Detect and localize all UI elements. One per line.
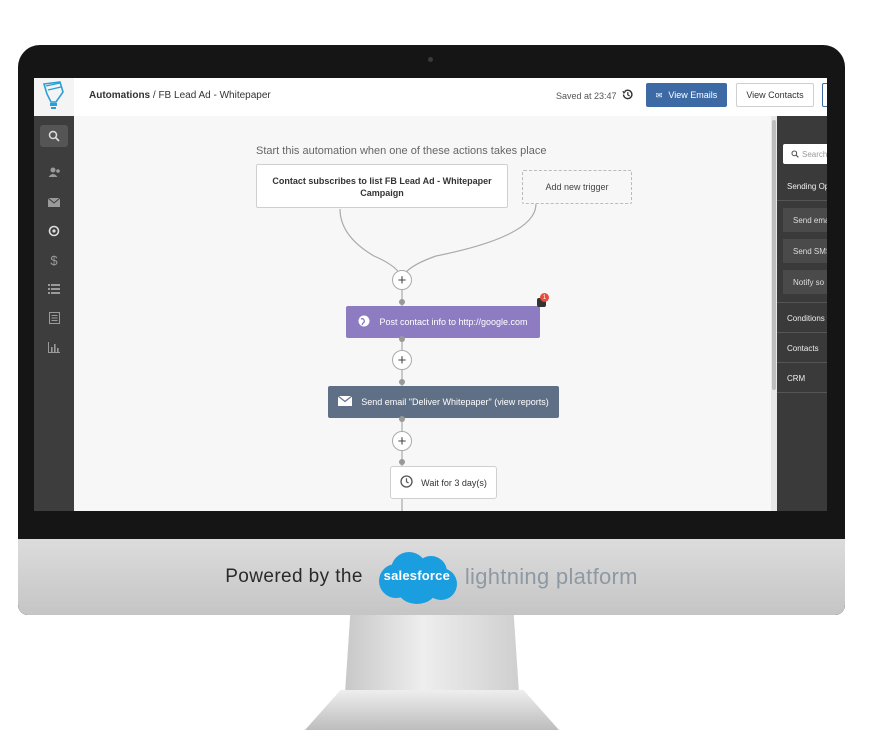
add-trigger-button[interactable]: Add new trigger [522,170,632,204]
notification-badge[interactable]: 1 [535,293,549,309]
monitor-foot [305,690,559,730]
trigger-card[interactable]: Contact subscribes to list FB Lead Ad - … [256,164,508,208]
lightning-platform-text: lightning platform [464,564,638,589]
badge-square-icon [537,298,546,307]
sidebar: $ [34,78,74,511]
globe-icon [358,315,370,330]
connector-dot [399,379,405,385]
add-step-button[interactable]: + [392,270,412,290]
more-button[interactable] [822,83,827,107]
panel-search-input[interactable]: Search [783,144,827,164]
breadcrumb-automations-link[interactable]: Automations [89,90,151,101]
monitor-stand [345,615,519,693]
branding: Powered by the salesforce lightning plat… [18,552,845,604]
send-email-action[interactable]: Send email "Deliver Whitepaper" (view re… [328,386,559,418]
app-logo[interactable] [34,78,74,116]
divider [777,332,827,333]
search-placeholder: Search [802,149,827,159]
badge-count: 1 [540,293,549,302]
top-bar: Automations / FB Lead Ad - Whitepaper Sa… [74,78,827,117]
mail-icon: ✉ [655,90,663,100]
view-emails-label: View Emails [668,90,718,100]
add-step-button[interactable]: + [392,350,412,370]
contacts-icon[interactable] [40,161,68,183]
automation-canvas: Start this automation when one of these … [74,116,771,511]
history-icon[interactable] [621,88,634,104]
canvas-heading: Start this automation when one of these … [256,145,547,157]
post-contact-label: Post contact info to http://google.com [379,317,528,327]
view-contacts-button[interactable]: View Contacts [736,83,814,107]
automation-icon[interactable] [40,220,68,242]
section-conditions[interactable]: Conditions [787,314,825,323]
divider [777,392,827,393]
scrollbar-thumb[interactable] [772,120,776,390]
connector-dot [399,416,405,422]
webcam [428,57,433,62]
panel-item-send-email[interactable]: Send ema [783,208,827,232]
forms-icon[interactable] [40,307,68,329]
view-emails-button[interactable]: ✉ View Emails [646,83,727,107]
monitor-chin: Powered by the salesforce lightning plat… [18,539,845,615]
saved-status: Saved at 23:47 [556,91,617,101]
reports-icon[interactable] [40,336,68,358]
canvas-scrollbar[interactable] [771,116,777,511]
salesforce-logo: salesforce [375,548,459,606]
wait-label: Wait for 3 day(s) [421,477,487,488]
app-screen: $ Automations / FB Lead Ad - Whitepaper … [34,78,827,511]
search-icon[interactable] [40,125,68,147]
send-email-label: Send email "Deliver Whitepaper" (view re… [361,397,549,407]
panel-item-send-sms[interactable]: Send SMS [783,239,827,263]
actions-panel: Search Sending Op Send ema Send SMS Noti… [777,116,827,511]
section-contacts[interactable]: Contacts [787,344,819,353]
envelope-icon [337,395,353,409]
powered-by-text: Powered by the [225,566,363,587]
salesforce-wordmark: salesforce [383,568,450,583]
divider [777,302,827,303]
panel-item-notify[interactable]: Notify so [783,270,827,294]
post-contact-action[interactable]: Post contact info to http://google.com [346,306,540,338]
divider [777,200,827,201]
divider [777,362,827,363]
list-icon[interactable] [40,278,68,300]
add-step-button[interactable]: + [392,431,412,451]
section-sending-options[interactable]: Sending Op [787,182,827,191]
connector-dot [399,336,405,342]
connector-dot [399,459,405,465]
breadcrumb-current: FB Lead Ad - Whitepaper [158,90,271,101]
wait-step[interactable]: Wait for 3 day(s) [390,466,497,499]
mail-icon[interactable] [40,191,68,213]
dollar-icon[interactable]: $ [50,252,58,268]
section-crm[interactable]: CRM [787,374,806,383]
clock-icon [400,474,413,491]
breadcrumb-separator: / [152,90,156,101]
monitor-bezel: $ Automations / FB Lead Ad - Whitepaper … [18,45,845,615]
breadcrumb: Automations / FB Lead Ad - Whitepaper [89,90,271,101]
connector-dot [399,299,405,305]
search-icon [791,150,799,158]
